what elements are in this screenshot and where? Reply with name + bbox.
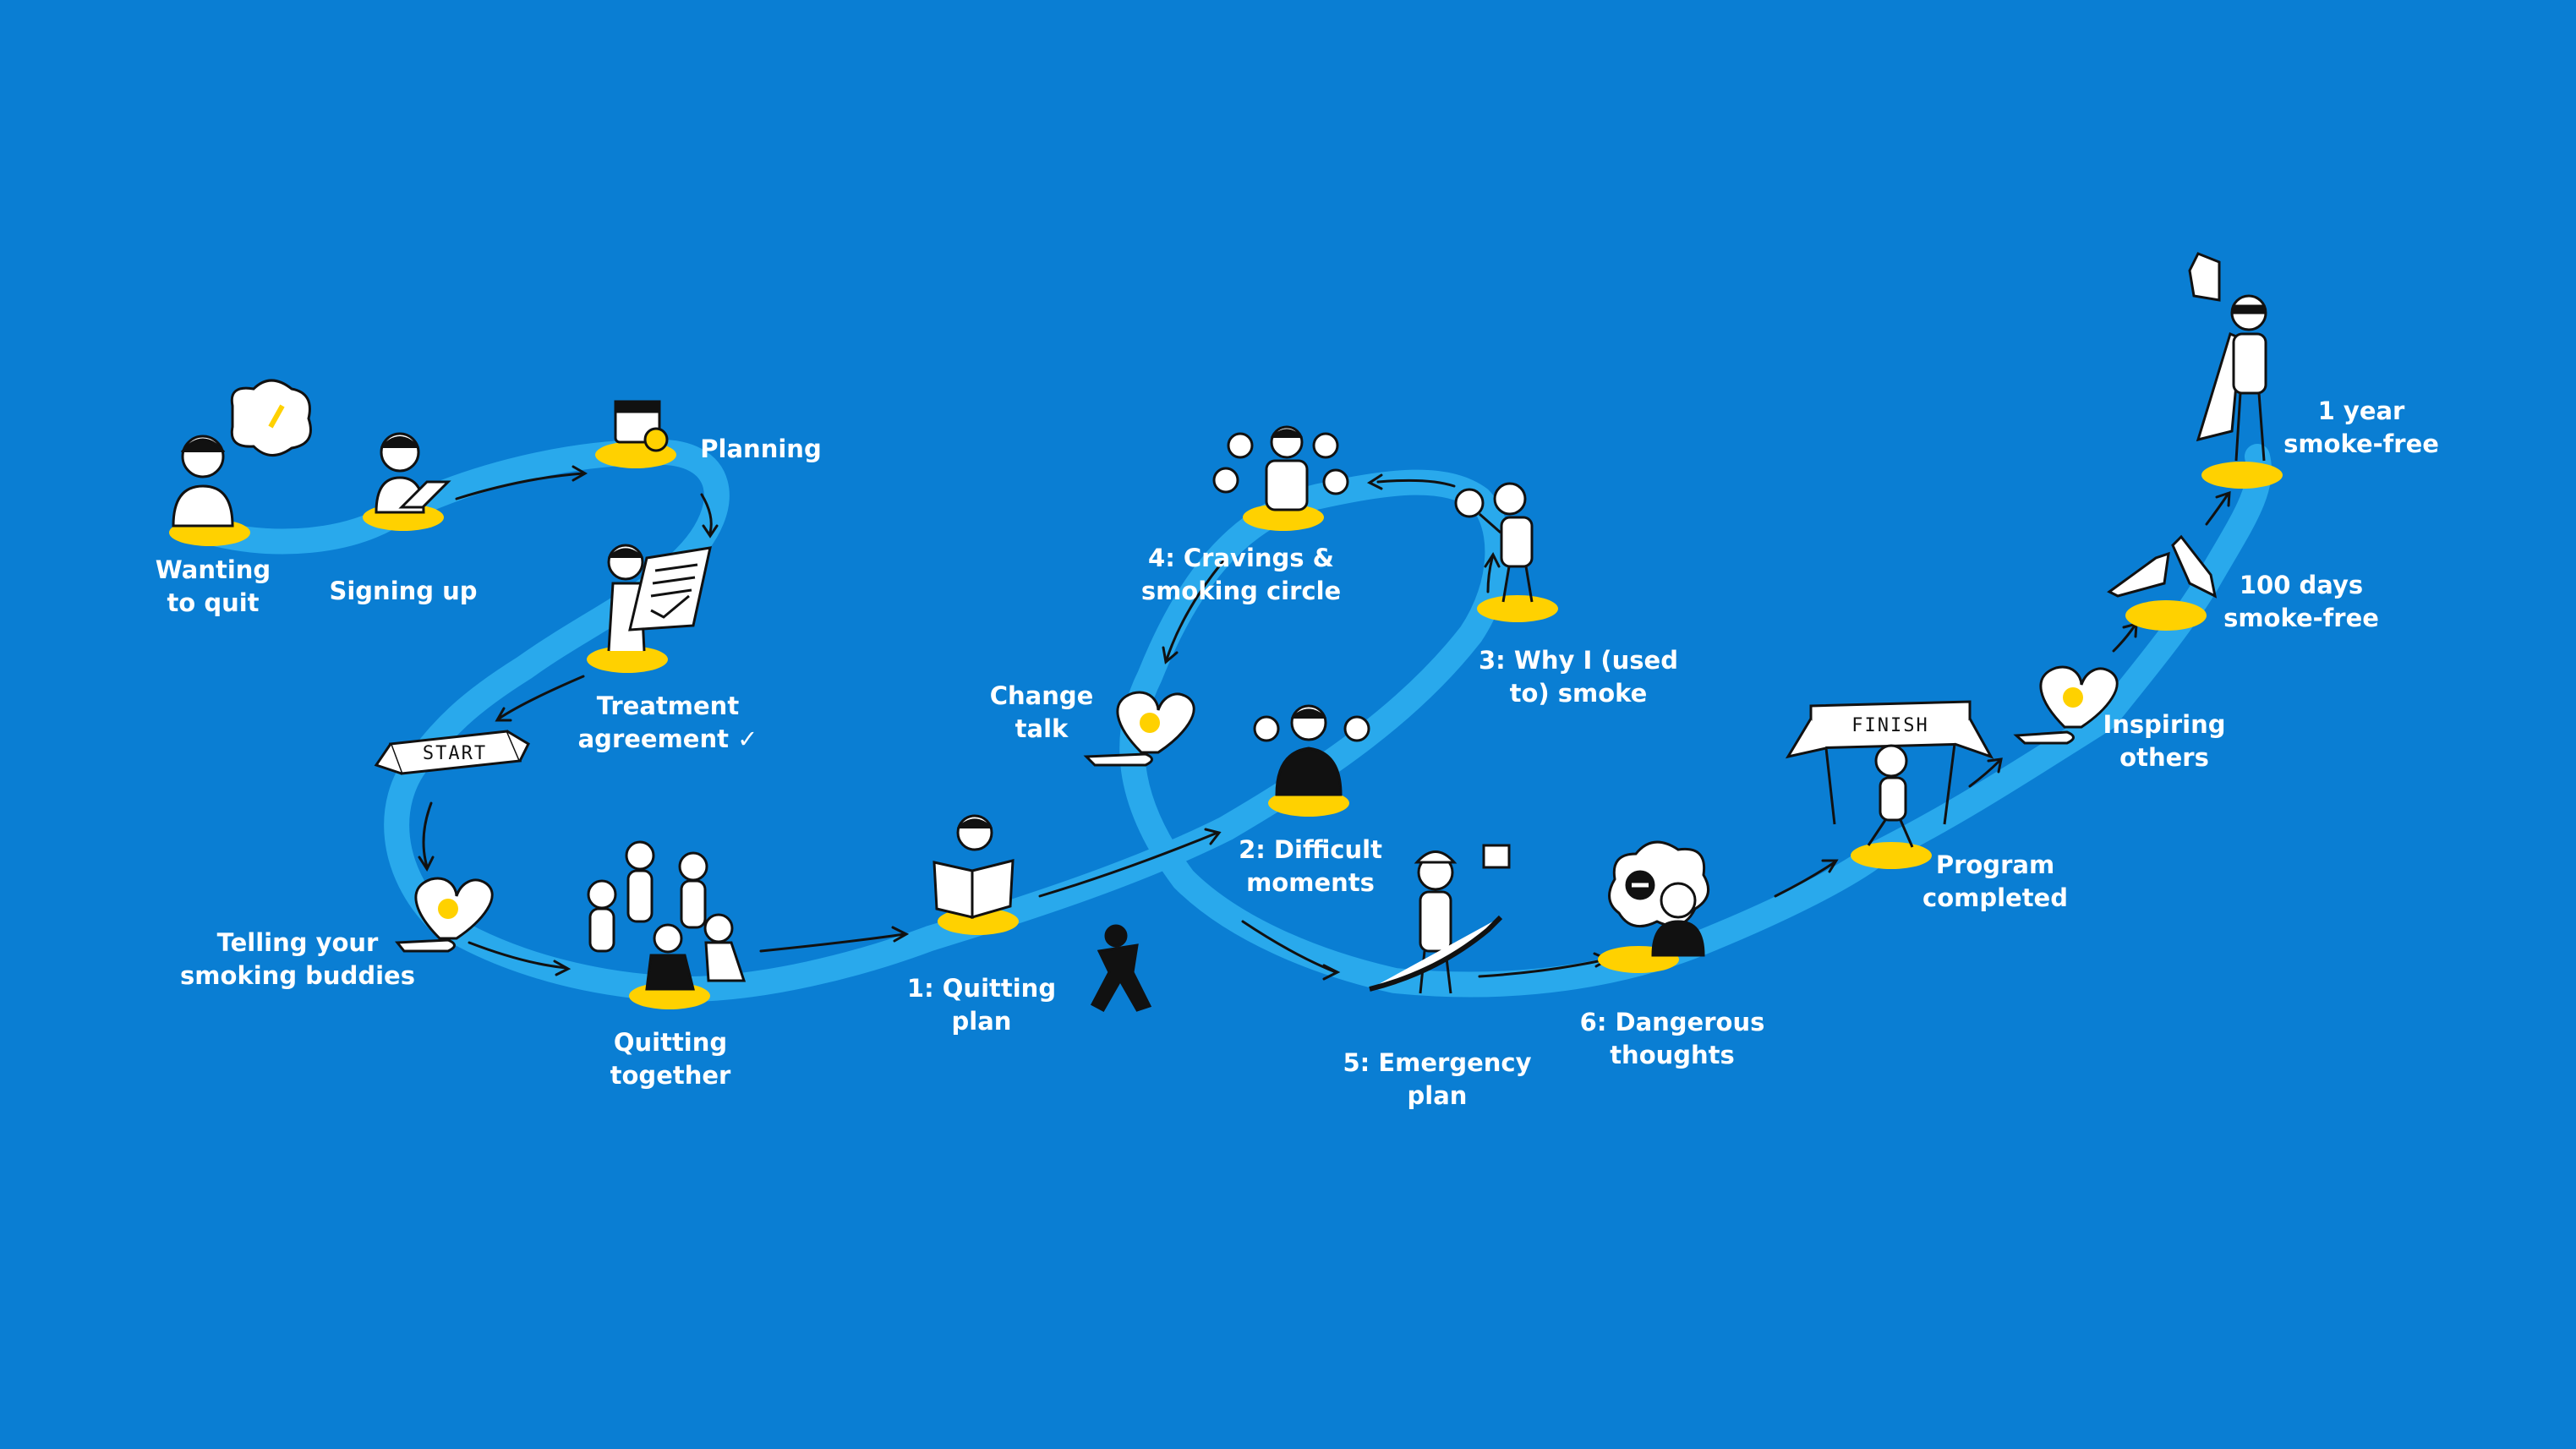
step-label-changetalk: Change talk [989,681,1094,743]
step-label-quitplan: 1: Quitting plan [906,974,1057,1036]
finish-banner: FINISH [1785,700,1994,825]
signed-document-icon [607,544,712,652]
heart-hand-icon [2013,665,2119,745]
stop-thought-icon [1608,840,1710,957]
laptop-person-icon [375,432,451,514]
step-label-wanting: Wanting to quit [155,555,271,617]
crowd-icon [1212,425,1349,511]
step-label-signing: Signing up [329,577,478,605]
falling-silhouette-icon [1090,924,1152,1013]
firefighter-icon [1369,844,1511,994]
finish-banner-text: FINISH [1851,715,1928,736]
figure-illustrations [172,252,2267,1013]
step-label-days100: 100 days smoke-free [2223,571,2379,632]
step-label-why: 3: Why I (used to) smoke [1479,646,1678,708]
step-label-planning: Planning [700,435,822,463]
marker-treatment [587,646,668,673]
step-label-telling: Telling your smoking buddies [180,928,415,990]
shrugging-person-icon [1253,704,1370,796]
heart-hand-icon [1083,691,1195,767]
step-label-year1: 1 year smoke-free [2283,396,2439,458]
marker-cravings [1243,504,1324,531]
marker-completed [1851,842,1932,869]
superhero-icon [2188,252,2267,462]
step-label-cravings: 4: Cravings & smoking circle [1140,544,1342,605]
start-banner-text: START [423,743,487,764]
step-label-dangerous: 6: Dangerous thoughts [1579,1008,1765,1069]
step-label-inspiring: Inspiring others [2103,710,2226,772]
group-icon [587,840,747,991]
high-five-icon [2107,534,2218,599]
calendar-icon [614,400,669,452]
step-label-difficult: 2: Difficult moments [1239,835,1382,897]
marker-year1 [2201,462,2283,489]
magnifier-person-icon [1454,482,1534,603]
step-label-together: Quitting together [610,1028,731,1090]
marker-difficult [1268,790,1349,817]
heart-hand-icon [394,877,494,953]
step-label-emergency: 5: Emergency plan [1343,1048,1532,1110]
marker-days100 [2125,600,2207,631]
step-label-completed: Program completed [1922,850,2068,912]
start-banner: START [374,730,530,775]
reading-person-icon [933,814,1015,919]
finish-runner-icon [1867,744,1914,848]
thinking-person-icon [172,379,312,528]
step-label-treatment: Treatment agreement ✓ [577,692,758,753]
marker-why [1477,595,1558,622]
